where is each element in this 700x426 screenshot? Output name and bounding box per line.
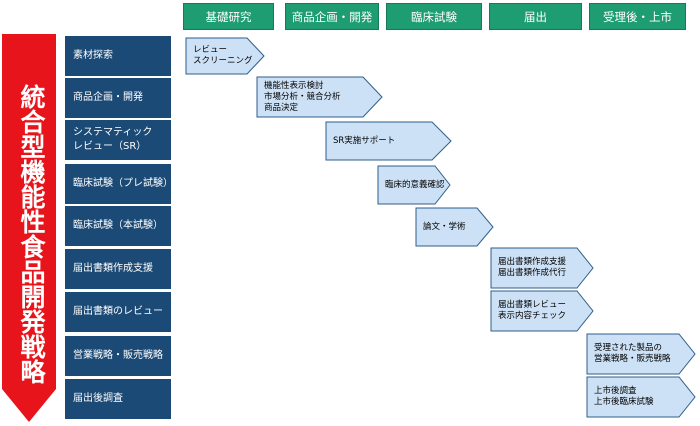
task-label: 臨床的意義確認	[385, 179, 445, 190]
strategy-title: 統合型機能性食品開発戦略	[17, 84, 46, 384]
phase-product-planning: 商品企画・開発	[285, 3, 379, 30]
row-label: 届出書類作成支援	[73, 263, 153, 274]
row-label: 素材探索	[73, 50, 113, 61]
row-label: 臨床試験（プレ試験）	[73, 178, 173, 189]
phase-basic-research: 基礎研究	[183, 3, 274, 30]
row-label: 臨床試験（本試験）	[73, 220, 163, 231]
task-label: 受理された製品の 営業戦略・販売戦略	[594, 343, 671, 364]
row-label: システマティック レビュー（SR）	[73, 127, 153, 152]
row-document-support: 届出書類作成支援	[65, 249, 171, 289]
task-arrow-paper: 論文・学術	[415, 207, 494, 247]
row-systematic-review: システマティック レビュー（SR）	[65, 120, 171, 160]
phase-notification: 届出	[489, 3, 582, 30]
row-document-review: 届出書類のレビュー	[65, 292, 171, 332]
phase-post-acceptance: 受理後・上市	[589, 3, 686, 30]
task-arrow-document-support: 届出書類作成支援 届出書類作成代行	[490, 247, 594, 289]
row-material-search: 素材探索	[65, 36, 171, 76]
row-product-planning: 商品企画・開発	[65, 78, 171, 118]
task-arrow-planning: 機能性表示検討 市場分析・競合分析 商品決定	[256, 76, 383, 118]
task-arrow-sr-support: SR実施サポート	[325, 121, 452, 161]
row-post-survey: 届出後調査	[65, 379, 171, 419]
task-arrow-clinical-significance: 臨床的意義確認	[377, 165, 451, 205]
row-main-trial: 臨床試験（本試験）	[65, 206, 171, 246]
task-label: 届出書類作成支援 届出書類作成代行	[498, 257, 567, 278]
row-label: 届出書類のレビュー	[73, 306, 163, 317]
task-arrow-review-screening: レビュー スクリーニング	[185, 37, 265, 75]
task-label: 届出書類レビュー 表示内容チェック	[498, 300, 567, 321]
task-label: 上市後調査 上市後臨床試験	[594, 386, 654, 407]
task-arrow-sales-strategy: 受理された製品の 営業戦略・販売戦略	[586, 333, 696, 375]
row-label: 商品企画・開発	[73, 92, 143, 103]
row-label: 営業戦略・販売戦略	[73, 350, 163, 361]
row-sales-strategy: 営業戦略・販売戦略	[65, 336, 171, 376]
task-arrow-document-review: 届出書類レビュー 表示内容チェック	[490, 290, 594, 332]
strategy-banner: 統合型機能性食品開発戦略	[2, 34, 56, 422]
task-label: レビュー スクリーニング	[193, 45, 253, 66]
task-arrow-post-survey: 上市後調査 上市後臨床試験	[586, 376, 696, 418]
row-pre-trial: 臨床試験（プレ試験）	[65, 164, 173, 204]
phase-clinical-trial: 臨床試験	[386, 3, 482, 30]
task-label: SR実施サポート	[333, 135, 396, 146]
task-label: 論文・学術	[423, 221, 466, 232]
task-label: 機能性表示検討 市場分析・競合分析 商品決定	[264, 80, 341, 113]
row-label: 届出後調査	[73, 393, 123, 404]
